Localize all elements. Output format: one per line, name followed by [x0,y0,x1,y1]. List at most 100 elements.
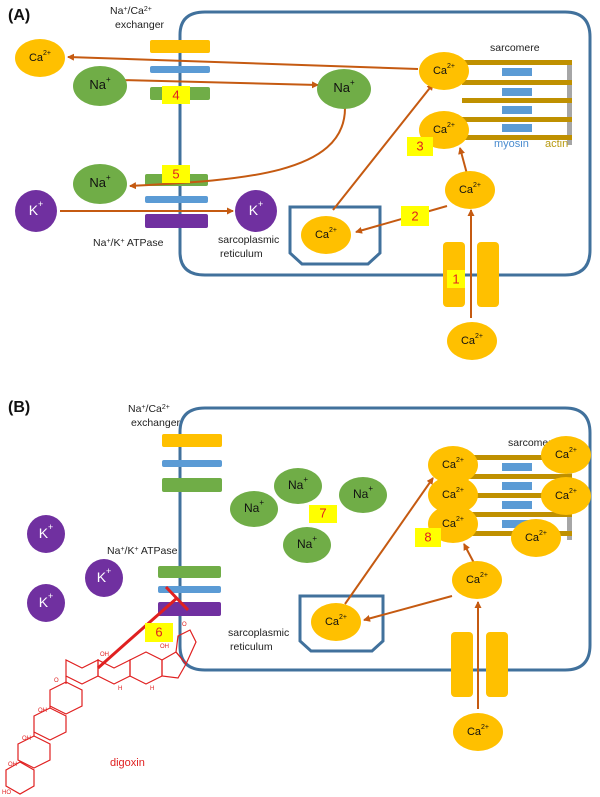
svg-text:Na+: Na+ [288,475,308,492]
svg-text:K+: K+ [249,199,264,217]
step-labels-b: 6 7 8 [145,505,441,642]
ions-b: K+ K+ K+ Na+ Na+ Na+ Na+ Ca2+ Ca2+ Ca2+ … [27,436,591,751]
ca-ion: Ca2+ [511,519,561,557]
digoxin-structure [5,629,197,795]
exchanger-label-b: Na+/Ca2+ exchanger [128,403,181,429]
svg-text:OH: OH [22,736,31,742]
k-ion: K+ [15,190,57,232]
svg-text:OH: OH [38,708,47,714]
step-7-label: 7 [309,505,337,523]
panel-b-label: (B) [8,399,30,416]
svg-text:4: 4 [172,87,179,102]
atpase-label-b: Na+/K+ ATPase [107,545,178,557]
step-4-label: 4 [162,86,190,104]
panel-a-label: (A) [8,7,30,24]
svg-text:OH: OH [100,652,109,658]
digoxin-inhibition [97,585,190,670]
ca-ion: Ca2+ [447,322,497,360]
step-labels-a: 1 2 3 4 5 [162,86,465,288]
na-k-atpase-b [158,566,221,616]
cell-membrane-b [178,406,592,672]
svg-text:1: 1 [452,271,459,286]
panel-b: (B) Na+/Ca2+ exchanger Na+/K+ ATPase sar… [2,399,592,796]
svg-text:Ca2+: Ca2+ [555,488,577,502]
na-ion: Na+ [230,491,278,527]
svg-text:3: 3 [416,138,423,153]
svg-text:K+: K+ [39,522,54,540]
svg-text:Na+: Na+ [353,484,373,501]
svg-text:Na+: Na+ [244,498,264,515]
step-5-label: 5 [162,165,190,183]
ca-ion: Ca2+ [541,436,591,474]
step-8-label: 8 [415,528,441,547]
k-ion: K+ [235,190,277,232]
k-ion: K+ [27,515,65,553]
svg-text:Na+: Na+ [89,173,111,190]
svg-text:2: 2 [411,208,418,223]
svg-text:Ca2+: Ca2+ [315,227,337,241]
ca-ion: Ca2+ [428,446,478,484]
svg-text:6: 6 [155,624,162,639]
sarcoplasmic-reticulum-a [288,205,382,266]
ca-ion: Ca2+ [311,603,361,641]
step-2-label: 2 [401,206,429,226]
na-ion: Na+ [283,527,331,563]
arrows-b [344,477,482,709]
svg-text:Ca2+: Ca2+ [461,333,483,347]
ca-ion: Ca2+ [301,216,351,254]
ca-ion: Ca2+ [453,713,503,751]
na-ion: Na+ [317,69,371,109]
svg-text:Ca2+: Ca2+ [29,50,51,64]
panel-a: (A) Na+/Ca2+ exchanger Na+/K+ ATPase sar… [8,5,592,360]
svg-text:Na+: Na+ [333,78,355,95]
svg-text:OH: OH [160,644,169,650]
k-ion: K+ [85,559,123,597]
svg-text:Ca2+: Ca2+ [433,122,455,136]
svg-text:5: 5 [172,166,179,181]
na-ion: Na+ [339,477,387,513]
sarcomere-a [462,60,572,145]
k-ion: K+ [27,584,65,622]
svg-text:K+: K+ [29,199,44,217]
svg-text:O: O [54,678,59,684]
ca-ion: Ca2+ [428,476,478,514]
ca-ion: Ca2+ [15,39,65,77]
svg-text:Ca2+: Ca2+ [325,614,347,628]
svg-text:Ca2+: Ca2+ [442,457,464,471]
na-ion: Na+ [274,468,322,504]
step-6-label: 6 [145,623,173,642]
svg-text:Ca2+: Ca2+ [467,724,489,738]
step-3-label: 3 [407,137,433,156]
atpase-label-a: Na+/K+ ATPase [93,237,164,249]
digoxin-label: digoxin [110,757,145,769]
exchanger-label-a: Na+/Ca2+ exchanger [110,5,165,31]
svg-text:Ca2+: Ca2+ [525,530,547,544]
sarcoplasmic-reticulum-b [298,594,385,653]
ca-ion: Ca2+ [445,171,495,209]
svg-text:Ca2+: Ca2+ [555,447,577,461]
actin-label: actin [545,138,568,150]
digoxin-atom-labels: OH OH O H H O OH OH OH HO [2,622,187,796]
svg-text:7: 7 [319,505,326,520]
na-ca-exchanger-b [162,434,222,492]
ca-ion: Ca2+ [541,477,591,515]
ca-channel-b [451,632,508,697]
svg-text:O: O [182,622,187,628]
ca-ion: Ca2+ [419,52,469,90]
na-ion: Na+ [73,164,127,204]
cell-membrane-a [178,10,592,277]
svg-text:Ca2+: Ca2+ [459,182,481,196]
svg-text:HO: HO [2,790,11,796]
sarcomere-label-a: sarcomere [490,42,540,54]
myosin-label: myosin [494,138,529,150]
svg-text:H: H [150,686,154,692]
svg-text:Ca2+: Ca2+ [466,572,488,586]
svg-text:8: 8 [424,529,431,544]
ions-a: Ca2+ Na+ Na+ Na+ K+ K+ Ca2+ Ca2+ Ca2+ Ca… [15,39,497,360]
ca-ion: Ca2+ [452,561,502,599]
svg-text:Na+: Na+ [297,534,317,551]
svg-text:H: H [118,686,122,692]
svg-text:Ca2+: Ca2+ [433,63,455,77]
